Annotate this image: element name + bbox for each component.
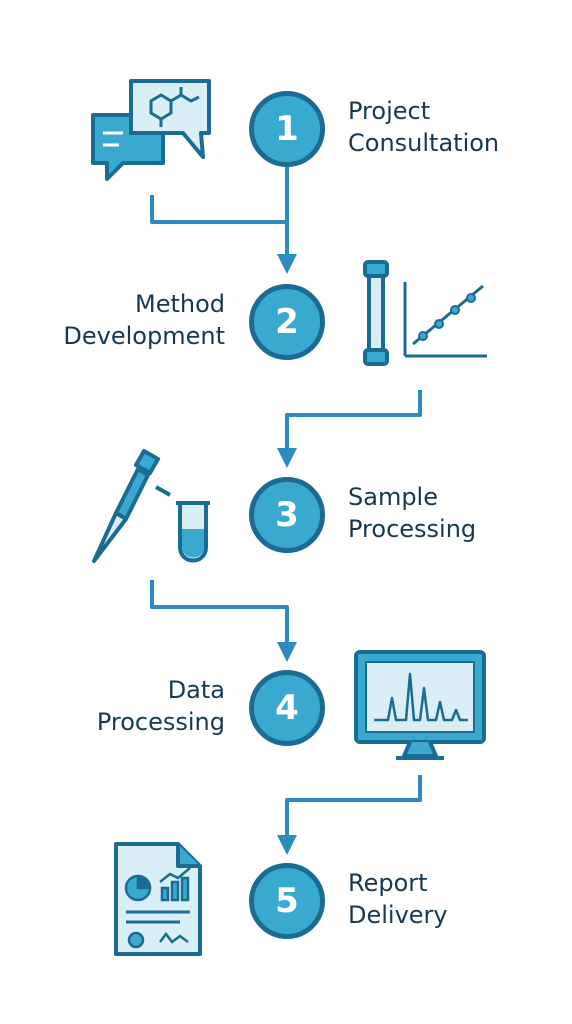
step-4-circle: 4 — [249, 670, 325, 746]
monitor-chromatogram-icon — [354, 650, 486, 760]
step-2-label-line1: Method — [134, 290, 225, 318]
step-3-label-line2: Processing — [348, 515, 477, 543]
step-1-label-line1: Project — [348, 97, 431, 125]
column-and-calibration-chart-icon — [363, 260, 487, 366]
chat-bubbles-molecule-icon — [91, 79, 211, 181]
step-1-label-line2: Consultation — [348, 129, 500, 157]
step-3-circle: 3 — [249, 477, 325, 553]
step-4-label-line1: Data — [167, 676, 225, 704]
step-5-label-line2: Delivery — [348, 901, 448, 929]
step-5-circle: 5 — [249, 863, 325, 939]
connector-1-2 — [150, 195, 287, 224]
step-1-label: Project Consultation — [348, 95, 499, 159]
step-4-label-line2: Processing — [96, 708, 225, 736]
pipette-and-tube-icon — [92, 449, 210, 563]
step-2-label: Method Development — [35, 288, 225, 352]
step-3-label-line1: Sample — [348, 483, 438, 511]
connector-3-4 — [150, 580, 297, 662]
step-2-circle: 2 — [249, 284, 325, 360]
report-document-icon — [114, 842, 202, 956]
step-5-label-line1: Report — [348, 869, 428, 897]
step-1-circle: 1 — [249, 91, 325, 167]
connector-2-3 — [277, 390, 422, 468]
step-4-label: Data Processing — [35, 674, 225, 738]
step-3-label: Sample Processing — [348, 481, 476, 545]
step-2-label-line2: Development — [63, 322, 225, 350]
step-5-label: Report Delivery — [348, 867, 448, 931]
connector-4-5 — [277, 775, 422, 855]
